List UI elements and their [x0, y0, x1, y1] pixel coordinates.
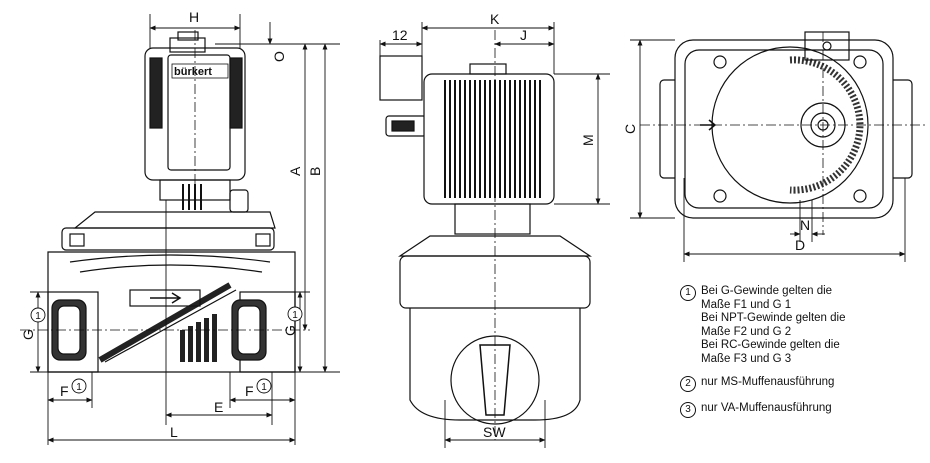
coil-grip-left: [149, 57, 163, 129]
dim-K: K: [490, 11, 500, 27]
top-dimensions: [630, 39, 906, 262]
note-line: Maße F1 und G 1: [701, 298, 792, 311]
dim-O: O: [271, 51, 287, 62]
bonnet: [73, 211, 276, 229]
marker-text-F-right: 1: [261, 382, 267, 393]
dim-G-right: G: [282, 325, 298, 336]
marker-text-G-left: 1: [35, 311, 41, 322]
flow-arrow-box: [129, 289, 201, 307]
dim-SW: SW: [483, 424, 506, 440]
coil-nut: [169, 37, 206, 53]
note-3: 3 nur VA-Muffenausführung: [680, 402, 920, 418]
marker-G-right: [287, 306, 303, 322]
side-view: [379, 30, 592, 440]
reference-markers: [30, 306, 303, 394]
port-left: [47, 291, 99, 373]
side-body: [409, 308, 581, 421]
brand-logo: bürkert: [174, 66, 212, 78]
notes-panel: 1 Bei G-Gewinde gelten die Maße F1 und G…: [680, 285, 920, 420]
note-number: 3: [680, 402, 696, 418]
dim-C: C: [622, 124, 638, 134]
note-line: Maße F3 und G 3: [701, 352, 792, 365]
marker-text-G-right: 1: [292, 310, 298, 321]
dim-12: 12: [392, 27, 408, 43]
note-number: 2: [680, 376, 696, 392]
note-line: nur MS-Muffenausführung: [701, 376, 835, 388]
dim-A: A: [287, 166, 303, 176]
top-connector: [804, 31, 850, 61]
note-2: 2 nur MS-Muffenausführung: [680, 376, 920, 392]
coil-face: [167, 54, 231, 171]
marker-F-left: [71, 378, 87, 394]
dimension-labels: H O A B G G F F E L 12 K J M SW C N D bü…: [20, 9, 810, 440]
dim-D: D: [795, 237, 805, 253]
dim-F-right: F: [245, 383, 254, 399]
note-line: nur VA-Muffenausführung: [701, 402, 832, 414]
marker-text-F-left: 1: [76, 382, 82, 393]
note-line: Bei NPT-Gewinde gelten die: [701, 312, 846, 324]
dim-J: J: [520, 27, 527, 43]
dim-N: N: [800, 217, 810, 233]
dim-F-left: F: [60, 383, 69, 399]
dim-B: B: [307, 167, 323, 176]
note-line: Maße F2 und G 2: [701, 325, 792, 338]
note-number: 1: [680, 285, 696, 301]
marker-G-left: [30, 307, 46, 323]
coil-ribs: [444, 80, 541, 198]
dim-M: M: [580, 134, 596, 146]
top-view: [640, 31, 925, 235]
dim-L: L: [170, 424, 178, 440]
marker-F-right: [256, 378, 272, 394]
side-bonnet: [398, 235, 592, 257]
coil-grip-right: [229, 57, 243, 129]
front-dimensions: [30, 14, 340, 445]
note-1: 1 Bei G-Gewinde gelten die Maße F1 und G…: [680, 285, 920, 366]
dim-E: E: [214, 399, 223, 415]
top-housing: [674, 39, 894, 219]
note-line: Bei RC-Gewinde gelten die: [701, 339, 840, 351]
note-line: Bei G-Gewinde gelten die: [701, 285, 833, 297]
bonnet-flange: [61, 227, 275, 251]
side-dimensions: [379, 22, 610, 448]
side-stem: [454, 203, 531, 235]
connector: [379, 55, 423, 101]
coil-nut-top: [177, 31, 199, 41]
dim-G-left: G: [20, 329, 36, 340]
flow-arrow-icon: [150, 292, 182, 304]
dim-H: H: [189, 9, 199, 25]
front-view: [20, 30, 310, 373]
